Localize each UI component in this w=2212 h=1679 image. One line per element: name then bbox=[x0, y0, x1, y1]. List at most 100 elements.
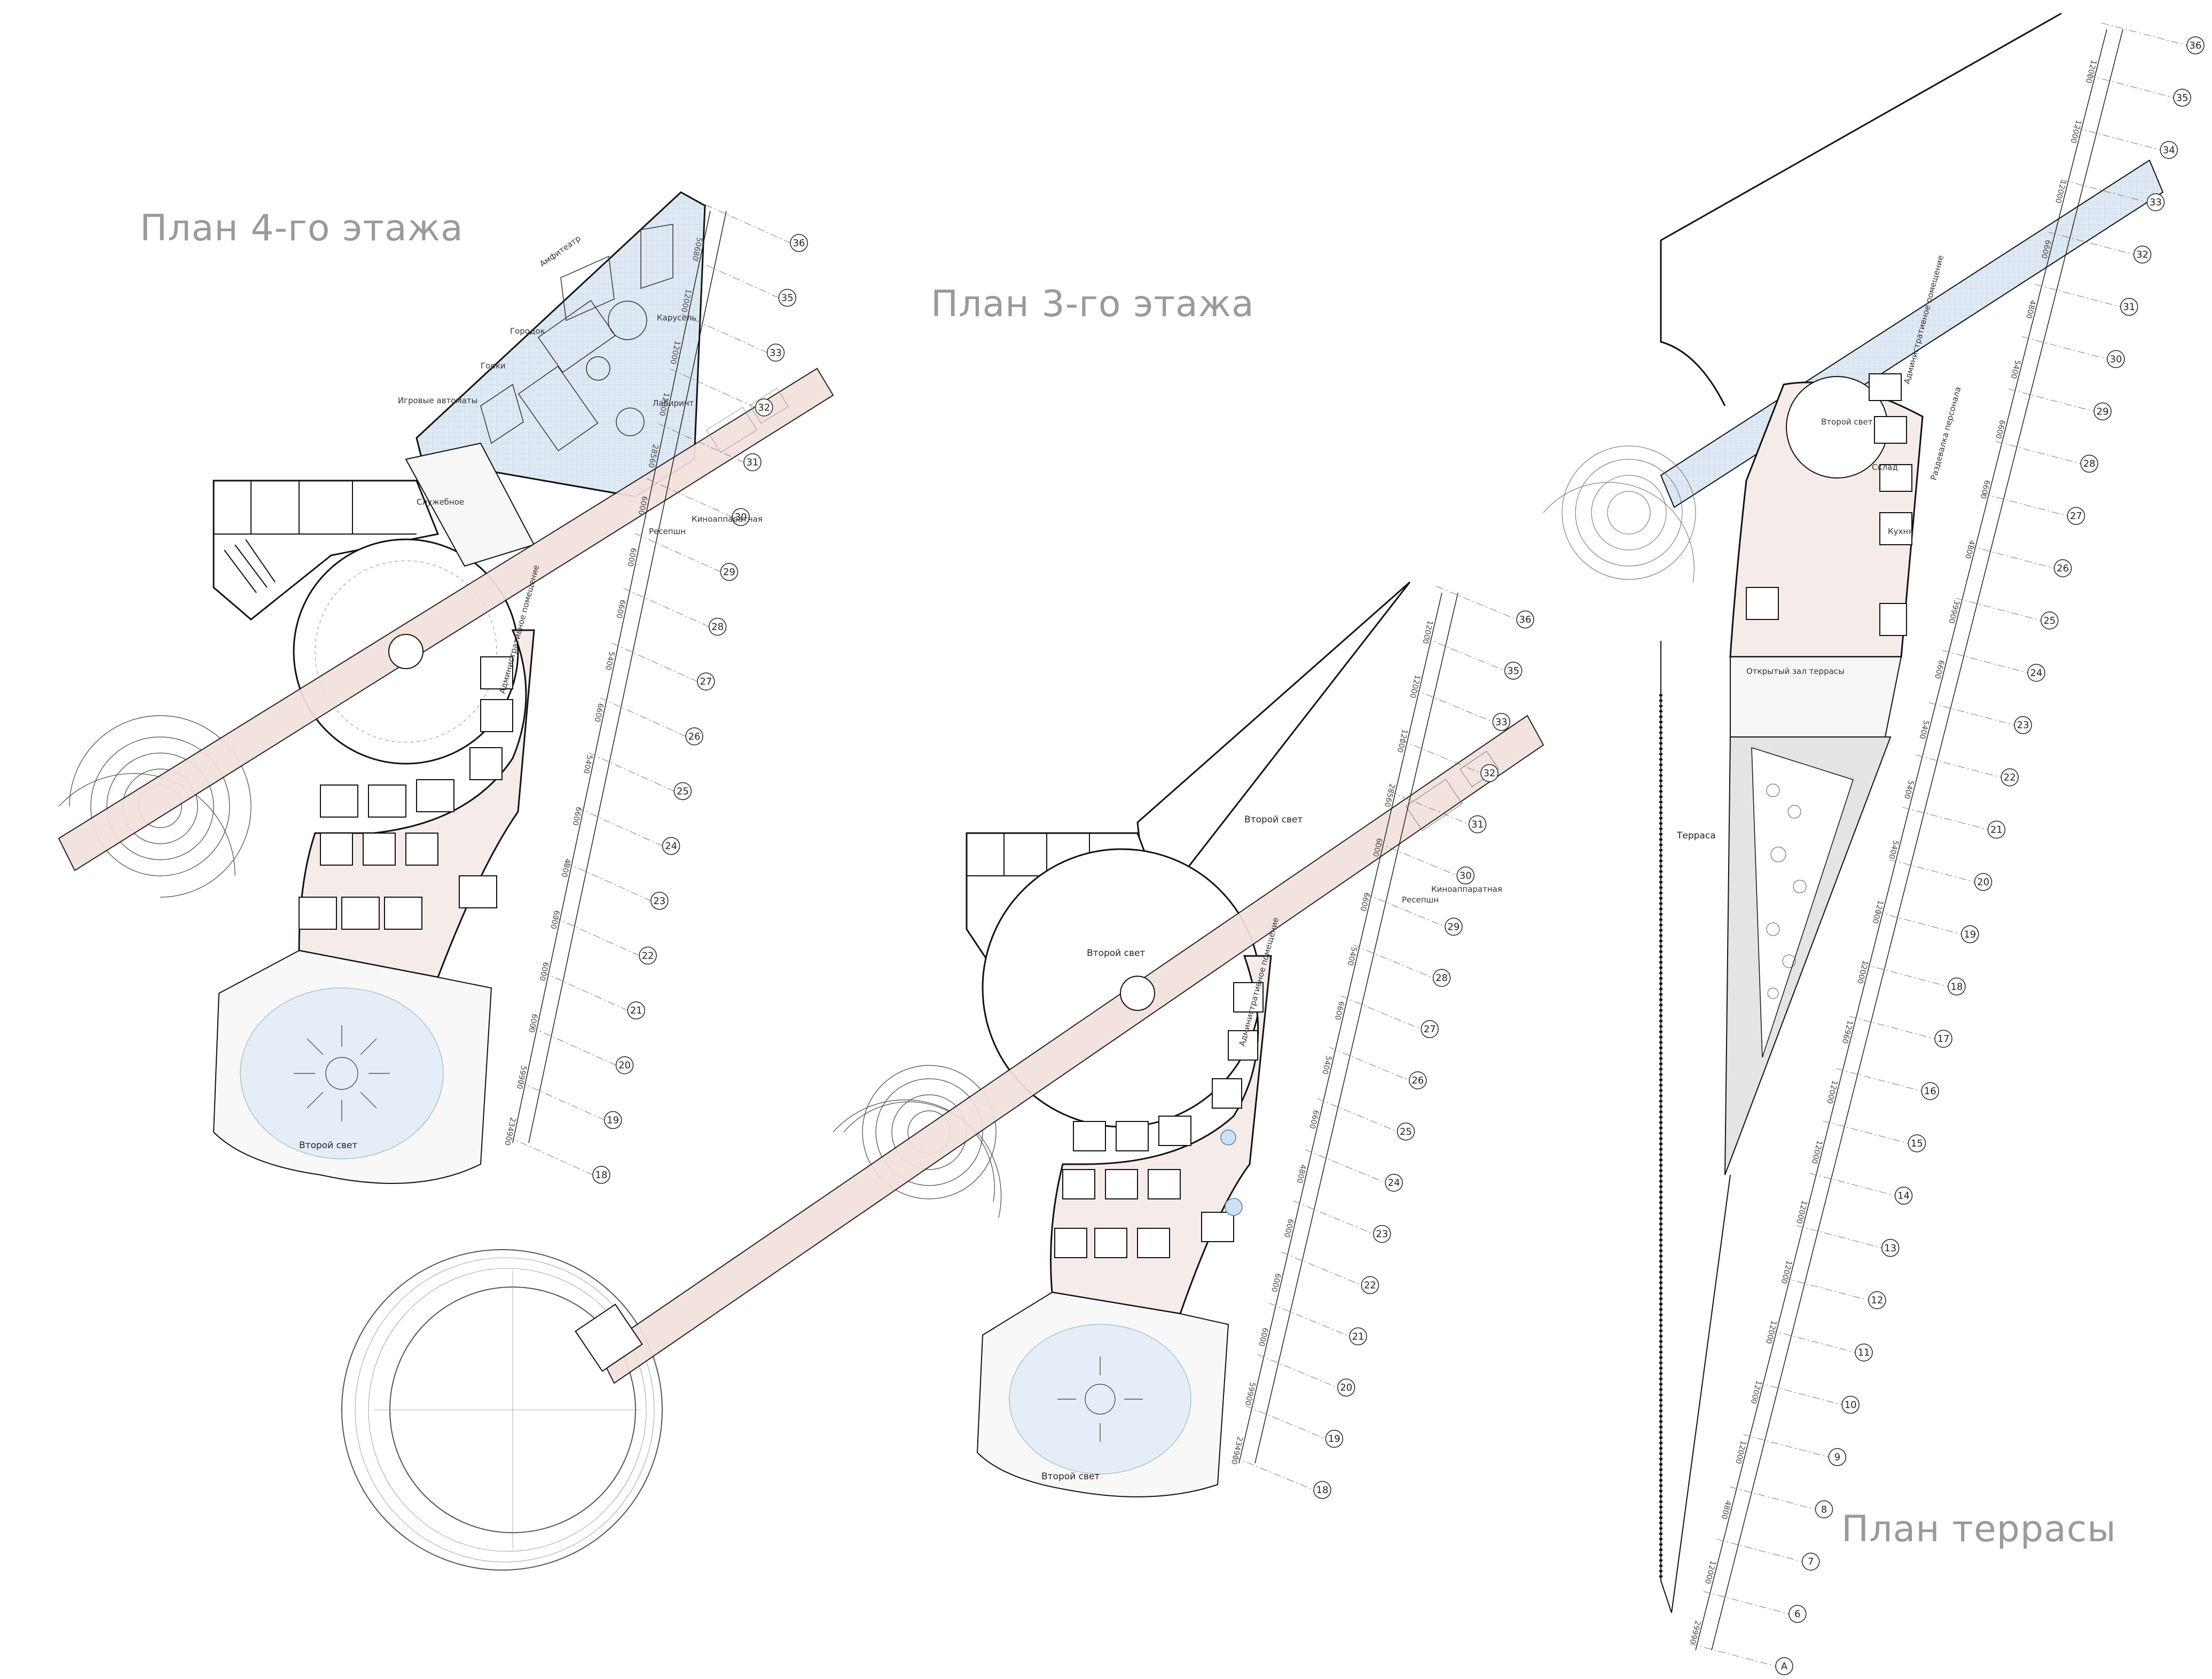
floor4-axis-grid: 5068012000120001200028560600060006600540… bbox=[503, 204, 808, 1184]
dimension-label: 5400 bbox=[1887, 839, 1900, 860]
dimension-label: 59900 bbox=[1243, 1381, 1257, 1406]
axis-label: 19 bbox=[1964, 929, 1976, 940]
axis-marker bbox=[1337, 1378, 1355, 1396]
terrace-outer-outline bbox=[1660, 641, 1731, 1613]
terrace-planted-area bbox=[1751, 747, 1854, 1058]
axis-marker bbox=[697, 672, 715, 691]
t-label-open-hall: Открытый зал террасы bbox=[1746, 666, 1845, 676]
terrace-north-outline bbox=[1660, 12, 2062, 406]
axis-label: 23 bbox=[2017, 720, 2029, 731]
axis-label: 12 bbox=[1871, 1295, 1883, 1306]
terrace-plan bbox=[1543, 12, 2164, 1613]
axis-label: 33 bbox=[2150, 197, 2162, 208]
dimension-label: 12000 bbox=[1871, 899, 1885, 924]
axis-label: 13 bbox=[1884, 1243, 1896, 1254]
f4-label-carousel: Карусель bbox=[657, 313, 696, 323]
axis-marker bbox=[1409, 1071, 1427, 1089]
floor4-plan bbox=[58, 191, 834, 1184]
axis-label: 27 bbox=[700, 676, 712, 687]
axis-label: 30 bbox=[1460, 870, 1472, 881]
axis-label: 8 bbox=[1821, 1504, 1827, 1515]
axis-marker bbox=[1934, 1030, 1952, 1048]
dimension-label: 4800 bbox=[2024, 299, 2037, 319]
axis-marker bbox=[1445, 917, 1463, 936]
axis-marker bbox=[1974, 873, 1993, 891]
floor3-blue-atrium bbox=[1009, 1324, 1191, 1474]
dimension-label: 6000 bbox=[1257, 1327, 1269, 1347]
axis-marker bbox=[1468, 815, 1487, 834]
axis-label: 23 bbox=[653, 896, 665, 907]
f4-label-reception: Ресепшн bbox=[649, 527, 686, 536]
axis-label: 36 bbox=[2190, 40, 2202, 51]
floor3-elevator-core bbox=[1120, 976, 1155, 1011]
axis-label: 29 bbox=[1447, 921, 1460, 932]
t-label-storage: Склад bbox=[1872, 462, 1898, 472]
axis-label: 35 bbox=[781, 293, 794, 304]
dimension-label: 12000 bbox=[1764, 1320, 1778, 1345]
dimension-label: 12000 bbox=[1703, 1559, 1717, 1584]
axis-label: 27 bbox=[1424, 1024, 1436, 1035]
dimension-label: 12000 bbox=[2084, 59, 2098, 84]
axis-marker bbox=[650, 892, 669, 910]
axis-label: 25 bbox=[677, 786, 689, 797]
axis-marker bbox=[1801, 1552, 1820, 1571]
axis-marker bbox=[2080, 454, 2099, 473]
axis-marker bbox=[1325, 1430, 1344, 1448]
dimension-label: 6000 bbox=[1282, 1218, 1295, 1238]
t-label-kitchen: Кухня bbox=[1888, 527, 1913, 536]
dimension-label: 6600 bbox=[1307, 1109, 1320, 1129]
f4-label-arcade: Игровые автоматы bbox=[398, 396, 478, 405]
axis-label: 21 bbox=[630, 1005, 642, 1016]
floor4-blue-atrium bbox=[240, 987, 444, 1159]
dimension-label: 12000 bbox=[2068, 119, 2082, 144]
dimension-label: 6600 bbox=[1333, 1000, 1346, 1021]
f4-label-service: Служебное bbox=[417, 497, 464, 507]
dimension-label: 6000 bbox=[1371, 837, 1384, 858]
dimension-label: 6600 bbox=[570, 806, 583, 826]
axis-label: 30 bbox=[735, 512, 747, 523]
dimension-label: 12000 bbox=[1825, 1079, 1839, 1104]
floor3-offices bbox=[1054, 982, 1264, 1258]
axis-marker bbox=[1504, 662, 1523, 680]
dimension-label: 12000 bbox=[1408, 674, 1422, 699]
axis-marker bbox=[778, 288, 796, 307]
floor3-bridge-end-core bbox=[575, 1304, 643, 1372]
axis-marker bbox=[2001, 768, 2019, 787]
floor3-plan bbox=[341, 581, 1544, 1571]
axis-marker bbox=[2186, 36, 2205, 54]
axis-marker bbox=[2133, 245, 2152, 264]
axis-label: 22 bbox=[1364, 1280, 1376, 1291]
f4-label-slides: Горки bbox=[481, 361, 506, 371]
axis-marker bbox=[1828, 1448, 1847, 1466]
axis-label: 31 bbox=[2123, 302, 2135, 313]
f4-label-town: Городок bbox=[510, 326, 545, 336]
dimension-label: 12000 bbox=[2053, 179, 2067, 204]
axis-marker bbox=[1815, 1500, 1833, 1519]
dimension-label: 6000 bbox=[625, 547, 638, 567]
dimension-label: 12000 bbox=[1794, 1199, 1808, 1225]
axis-label: 17 bbox=[1938, 1033, 1950, 1045]
axis-marker bbox=[1960, 925, 1979, 944]
axis-label: 32 bbox=[758, 402, 770, 413]
axis-label: 32 bbox=[2136, 249, 2148, 261]
axis-marker bbox=[790, 234, 808, 252]
axis-marker bbox=[1987, 820, 2006, 839]
axis-marker bbox=[639, 946, 657, 965]
axis-marker bbox=[2160, 141, 2178, 159]
floor4-atrium-radial bbox=[294, 1025, 390, 1121]
axis-marker bbox=[1855, 1343, 1873, 1362]
axis-label: 29 bbox=[2097, 406, 2109, 417]
axis-marker bbox=[2120, 297, 2138, 316]
axis-marker bbox=[1841, 1395, 1860, 1414]
terrace-service-rooms bbox=[1746, 373, 1912, 636]
floor4-west-wing bbox=[213, 480, 440, 621]
floor4-bridge bbox=[58, 367, 834, 872]
axis-label: 36 bbox=[1519, 614, 1532, 625]
terrace-title: План террасы bbox=[1841, 1508, 2116, 1550]
axis-label: 26 bbox=[2057, 563, 2069, 574]
axis-marker bbox=[1373, 1225, 1391, 1243]
axis-marker bbox=[662, 837, 680, 855]
floor4-elevator-core bbox=[388, 634, 423, 669]
f4-label-amphitheatre: Амфитеатр bbox=[538, 233, 583, 269]
